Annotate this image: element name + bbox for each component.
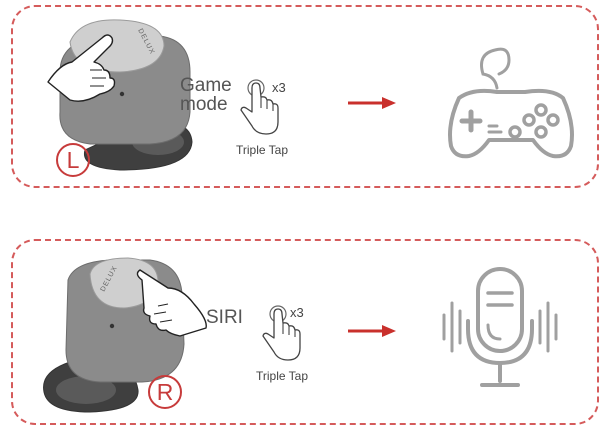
arrow-right-icon bbox=[348, 97, 396, 109]
arrow-right-icon bbox=[348, 325, 396, 337]
left-side-badge: L bbox=[56, 143, 90, 177]
triple-tap-finger-icon bbox=[262, 305, 301, 361]
tap-count-label: x3 bbox=[272, 80, 286, 95]
left-earbud-illustration: DELUX bbox=[47, 19, 193, 171]
game-mode-label: Game mode bbox=[180, 75, 232, 115]
siri-label: SIRI bbox=[206, 307, 243, 328]
tap-count-label: x3 bbox=[290, 305, 304, 320]
right-side-badge: R bbox=[148, 375, 182, 409]
right-earbud-illustration: DELUX bbox=[43, 257, 207, 413]
panel-siri bbox=[11, 239, 599, 425]
panel-game-mode bbox=[11, 5, 599, 188]
triple-tap-label: Triple Tap bbox=[236, 143, 289, 157]
gamepad-icon bbox=[448, 47, 574, 159]
triple-tap-label: Triple Tap bbox=[256, 369, 309, 383]
microphone-icon bbox=[442, 267, 558, 387]
triple-tap-finger-icon bbox=[240, 79, 279, 135]
